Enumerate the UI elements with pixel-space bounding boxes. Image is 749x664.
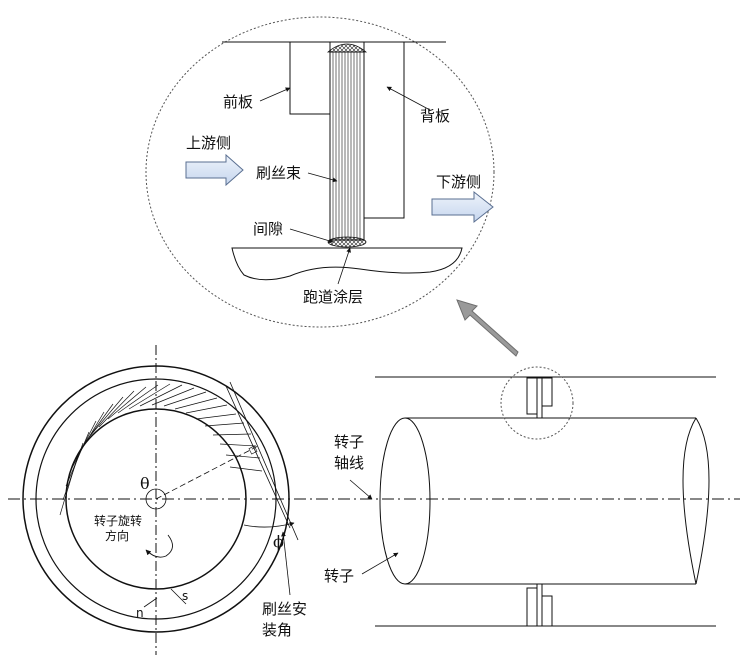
rotor-section (65, 408, 247, 590)
seal-bottom (526, 583, 553, 627)
zoom-arrow (456, 299, 519, 357)
rotation-direction-line-1: 转子旋转 (94, 513, 142, 528)
label-front-plate: 前板 (223, 93, 253, 111)
label-n: n (136, 606, 144, 620)
rotor-end-left (379, 417, 431, 585)
brush-angle-line-2: 装角 (262, 621, 292, 639)
label-gap: 间隙 (253, 220, 283, 238)
leader-back-plate (386, 86, 431, 111)
runway-coating (231, 247, 463, 281)
label-rotor-axis: 转子 轴线 (334, 433, 369, 472)
center-mark (145, 488, 167, 510)
label-back-plate: 背板 (420, 107, 450, 125)
label-bristle-pack: 刷丝束 (256, 164, 301, 182)
bristles (59, 383, 263, 516)
bristle-tip (327, 236, 367, 248)
detail-view: 前板 背板 上游侧 下游侧 刷丝束 间隙 跑道涂层 (145, 16, 495, 328)
downstream-arrow (431, 190, 494, 224)
label-rotor: 转子 (324, 567, 354, 585)
weld-top (326, 43, 368, 53)
rotor-axis-line-2: 轴线 (334, 454, 364, 472)
s-marker (170, 588, 187, 605)
label-upstream: 上游侧 (186, 134, 231, 152)
radius-line (155, 445, 259, 500)
bristle-pack (326, 43, 368, 248)
outer-ring-inner (35, 378, 277, 620)
leader-rotor-axis (349, 479, 373, 500)
leader-front-plate (259, 87, 291, 102)
front-plate (289, 41, 331, 115)
back-plate (363, 41, 405, 219)
rotation-arrow (145, 534, 173, 558)
outer-ring-outer (22, 365, 290, 633)
leader-brush-angle (281, 531, 291, 596)
n-marker (143, 597, 158, 608)
tangent-line (229, 381, 299, 541)
rotor-end-right-hidden (682, 417, 697, 585)
rotor-side-view: 转子 轴线 转子 (324, 366, 716, 627)
detail-boundary (145, 16, 495, 328)
label-theta: θ (140, 474, 150, 493)
brush-angle-line-1: 刷丝安 (262, 600, 307, 618)
seal-top (526, 377, 553, 419)
phi-arc (243, 521, 295, 528)
upstream-arrow (185, 153, 244, 187)
label-s: s (182, 589, 188, 603)
label-rotation-direction: 转子旋转 方向 (94, 513, 146, 543)
label-runway-coating: 跑道涂层 (303, 288, 363, 306)
rotor-axis-line-1: 转子 (334, 433, 364, 451)
cross-section-view: θ 转子旋转 方向 ϕ s n 刷丝安 装角 (22, 365, 312, 639)
label-brush-angle: 刷丝安 装角 (262, 600, 312, 639)
label-downstream: 下游侧 (436, 173, 481, 191)
zoom-circle (500, 366, 574, 440)
leader-runway (337, 247, 351, 285)
label-phi: ϕ (273, 532, 284, 551)
leader-bristle-pack (307, 172, 338, 183)
leader-gap (289, 228, 334, 244)
rotor-end-right (695, 417, 710, 585)
bristle-direction-line (225, 385, 291, 529)
rotation-direction-line-2: 方向 (105, 528, 129, 543)
leader-rotor (361, 552, 399, 575)
right-angle-mark (248, 445, 258, 455)
